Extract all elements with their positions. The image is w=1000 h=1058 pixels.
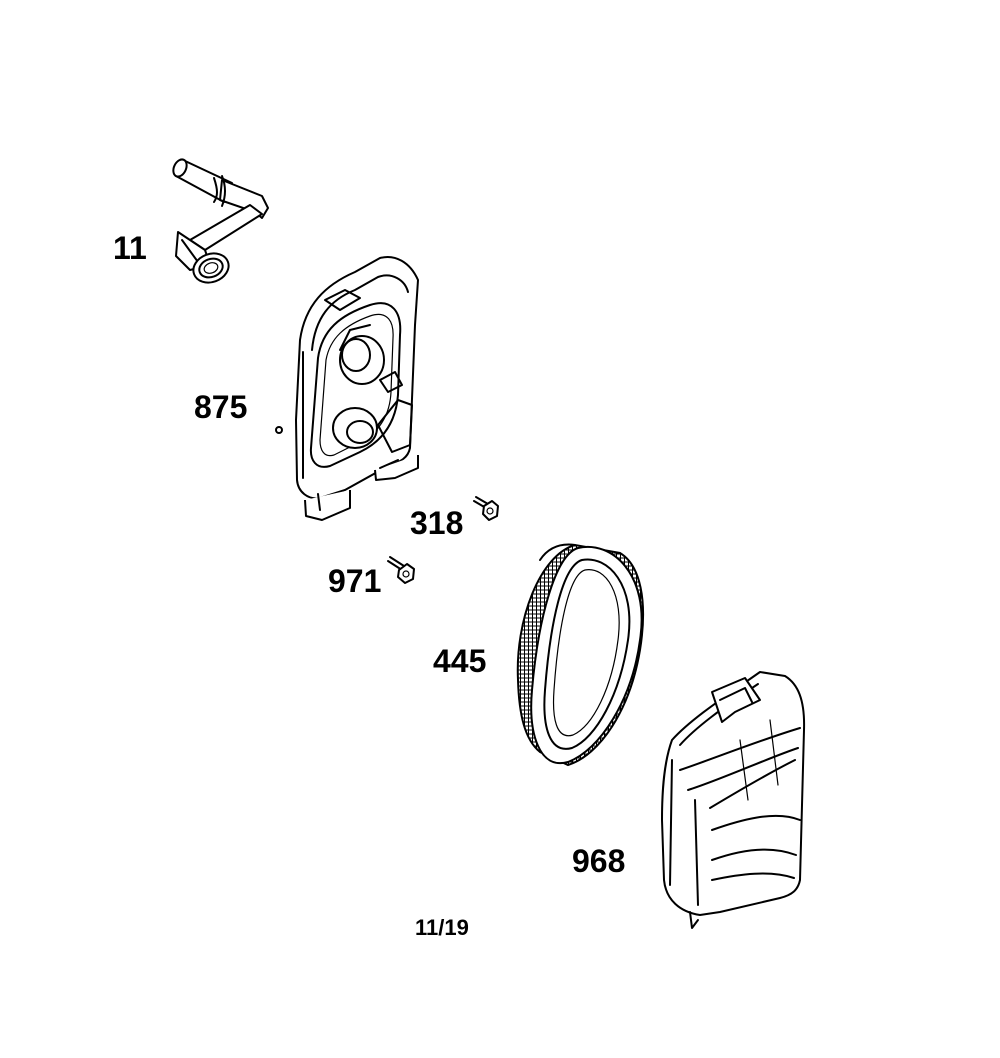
- callout-875: 875: [194, 389, 248, 425]
- breather-tube-drawing: [172, 158, 269, 284]
- callout-445: 445: [433, 643, 487, 679]
- callout-11: 11: [113, 230, 147, 266]
- air-cleaner-base-drawing: [275, 256, 419, 521]
- air-cleaner-cover-drawing: [661, 671, 806, 929]
- page-number: 11/19: [415, 915, 469, 940]
- callout-971: 971: [328, 563, 382, 599]
- screw-318-drawing: [473, 496, 499, 521]
- screw-971-drawing: [387, 556, 415, 584]
- air-filter-drawing: [516, 543, 645, 767]
- callout-968: 968: [572, 843, 626, 879]
- callout-318: 318: [410, 505, 464, 541]
